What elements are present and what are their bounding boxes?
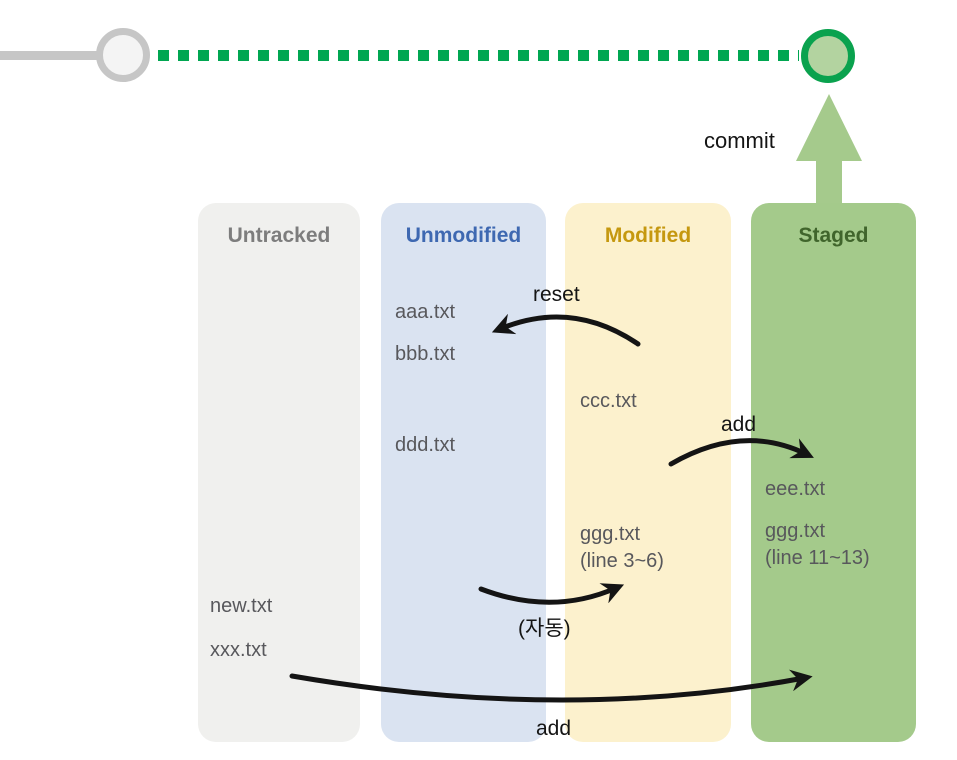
- file-ggg-txt-staged-lines: (line 11~13): [765, 547, 870, 569]
- file-new-txt: new.txt: [210, 595, 273, 617]
- column-unmodified-title: Unmodified: [405, 224, 522, 247]
- file-ggg-txt-modified-lines: (line 3~6): [580, 550, 664, 572]
- column-staged: Staged eee.txt ggg.txt (line 11~13): [751, 203, 916, 742]
- file-ggg-txt-staged: ggg.txt (line 11~13): [765, 518, 870, 572]
- column-untracked-title: Untracked: [227, 224, 331, 247]
- timeline-past-segment: [0, 51, 104, 60]
- file-ccc-txt: ccc.txt: [580, 390, 637, 412]
- column-untracked: Untracked new.txt xxx.txt: [198, 203, 360, 742]
- file-ggg-txt-staged-name: ggg.txt: [765, 520, 826, 542]
- timeline-pending-dotted-segment: [158, 50, 799, 61]
- file-aaa-txt: aaa.txt: [395, 301, 456, 323]
- column-modified: Modified ccc.txt ggg.txt (line 3~6): [565, 203, 731, 742]
- next-commit-node-icon: [801, 29, 855, 83]
- previous-commit-node-icon: [96, 28, 150, 82]
- reset-label: reset: [533, 283, 580, 306]
- column-staged-title: Staged: [798, 224, 869, 247]
- commit-label: commit: [704, 128, 775, 153]
- file-eee-txt: eee.txt: [765, 478, 826, 500]
- commit-up-arrow-shape: [796, 94, 862, 208]
- column-unmodified: Unmodified aaa.txt bbb.txt ddd.txt: [381, 203, 546, 742]
- file-xxx-txt: xxx.txt: [210, 639, 267, 661]
- file-ggg-txt-modified: ggg.txt (line 3~6): [580, 521, 664, 575]
- auto-label: (자동): [518, 617, 571, 640]
- file-ggg-txt-modified-name: ggg.txt: [580, 523, 641, 545]
- add-label-top: add: [721, 413, 757, 436]
- add-label-bottom: add: [536, 717, 572, 740]
- file-ddd-txt: ddd.txt: [395, 434, 456, 456]
- column-modified-title: Modified: [604, 224, 692, 247]
- file-bbb-txt: bbb.txt: [395, 343, 456, 365]
